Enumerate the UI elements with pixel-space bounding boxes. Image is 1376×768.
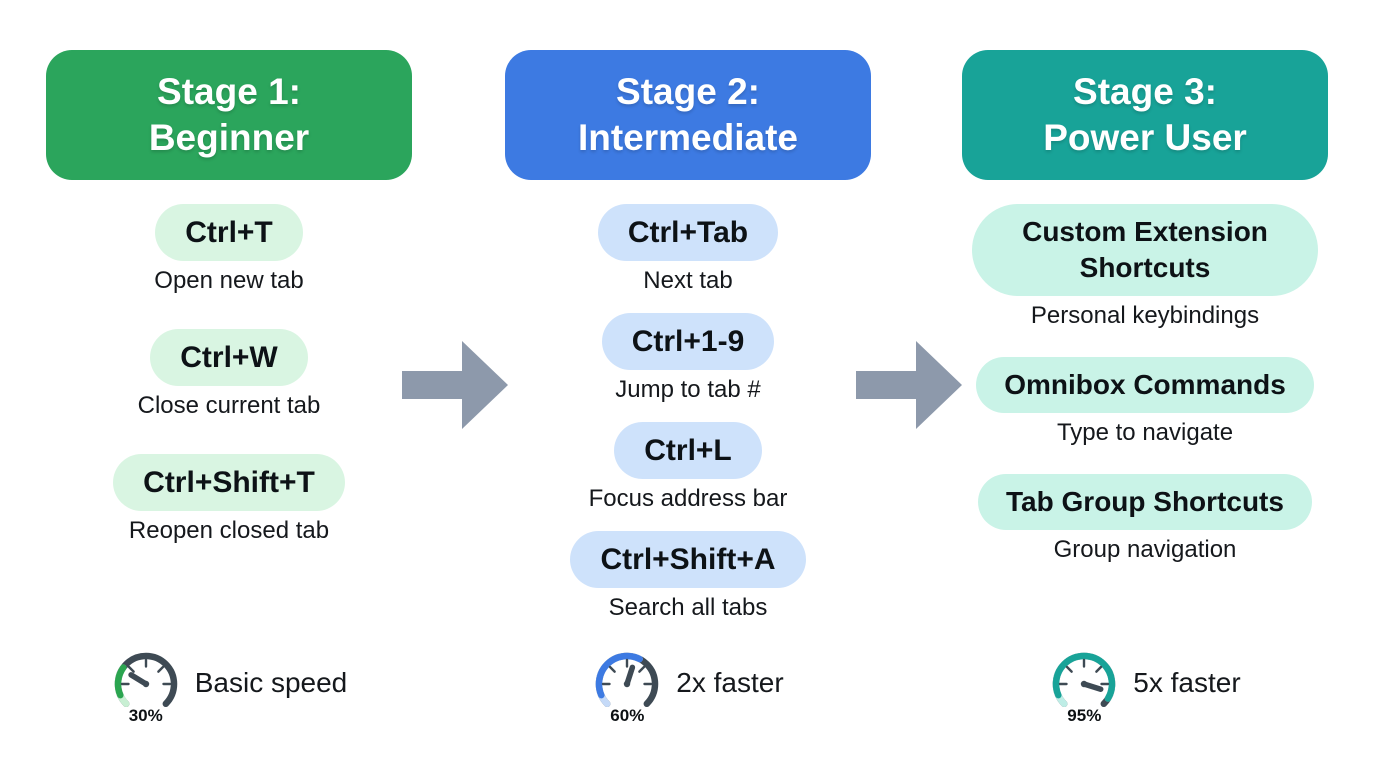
shortcut-pill: Tab Group Shortcuts xyxy=(978,474,1312,530)
shortcut-description: Type to navigate xyxy=(1056,419,1234,446)
stage-2-shortcut-list: Ctrl+Tab Next tab Ctrl+1-9 Jump to tab #… xyxy=(505,204,871,623)
shortcut-label: Ctrl+1-9 xyxy=(631,325,745,358)
stage-title-line1: Stage 1: xyxy=(157,71,301,112)
shortcut-description: Group navigation xyxy=(1053,536,1237,563)
shortcut-item: Ctrl+Tab Next tab xyxy=(505,204,871,296)
shortcut-pill: Omnibox Commands xyxy=(976,357,1314,413)
shortcut-label: Ctrl+Shift+A xyxy=(600,543,776,576)
shortcut-description: Open new tab xyxy=(154,267,304,294)
shortcut-label: Ctrl+L xyxy=(644,434,732,467)
shortcut-pill: Ctrl+L xyxy=(614,422,762,479)
shortcut-item: Ctrl+Shift+A Search all tabs xyxy=(505,531,871,623)
shortcut-item: Ctrl+Shift+T Reopen closed tab xyxy=(46,454,412,546)
stage-title-line2: Beginner xyxy=(148,117,310,158)
shortcut-label: Tab Group Shortcuts xyxy=(1006,486,1284,517)
speed-label: 5x faster xyxy=(1133,666,1241,698)
arrow-right-icon xyxy=(856,335,964,435)
shortcut-item: Custom Extension Shortcuts Personal keyb… xyxy=(962,204,1328,331)
gauge-percent-label: 30% xyxy=(128,706,163,725)
stage-1-column: Stage 1: Beginner Ctrl+T Open new tab Ct… xyxy=(46,0,412,768)
gauge-percent-label: 95% xyxy=(1067,706,1102,725)
shortcut-pill: Ctrl+Tab xyxy=(597,204,779,261)
speed-label: 2x faster xyxy=(676,666,784,698)
stage-title-line2: Intermediate xyxy=(577,117,798,158)
shortcut-label: Ctrl+Tab xyxy=(627,216,749,249)
stage-title-line2: Power User xyxy=(1043,117,1247,158)
speed-label: Basic speed xyxy=(194,666,348,698)
shortcut-pill: Ctrl+Shift+A xyxy=(570,531,806,588)
shortcut-pill: Ctrl+1-9 xyxy=(601,313,775,370)
stage-3-column: Stage 3: Power User Custom Extension Sho… xyxy=(962,0,1328,768)
stage-3-header: Stage 3: Power User xyxy=(962,50,1328,180)
shortcut-description: Next tab xyxy=(643,267,733,294)
stage-3-shortcut-list: Custom Extension Shortcuts Personal keyb… xyxy=(962,204,1328,565)
stage-2-column: Stage 2: Intermediate Ctrl+Tab Next tab … xyxy=(505,0,871,768)
shortcut-description: Personal keybindings xyxy=(1030,302,1260,329)
speedometer-icon: 60% xyxy=(592,649,662,726)
shortcut-description: Reopen closed tab xyxy=(128,517,330,544)
shortcut-label: Ctrl+T xyxy=(185,216,273,249)
shortcut-pill: Custom Extension Shortcuts xyxy=(972,204,1318,296)
shortcut-description: Close current tab xyxy=(137,392,321,419)
stage-2-header: Stage 2: Intermediate xyxy=(505,50,871,180)
shortcut-pill: Ctrl+W xyxy=(150,329,308,386)
stage-title-line1: Stage 3: xyxy=(1073,71,1217,112)
shortcut-pill: Ctrl+T xyxy=(155,204,303,261)
shortcut-label: Omnibox Commands xyxy=(1004,369,1286,400)
shortcut-label: Custom Extension Shortcuts xyxy=(1022,216,1268,283)
speed-indicator: 60% 2x faster xyxy=(505,649,871,726)
shortcut-label: Ctrl+W xyxy=(180,341,278,374)
shortcut-item: Ctrl+W Close current tab xyxy=(46,329,412,421)
shortcut-item: Ctrl+T Open new tab xyxy=(46,204,412,296)
shortcut-description: Focus address bar xyxy=(588,485,788,512)
stage-title-line1: Stage 2: xyxy=(616,71,760,112)
shortcut-pill: Ctrl+Shift+T xyxy=(113,454,345,511)
shortcut-item: Tab Group Shortcuts Group navigation xyxy=(962,474,1328,565)
gauge-percent-label: 60% xyxy=(610,706,645,725)
stage-1-header: Stage 1: Beginner xyxy=(46,50,412,180)
shortcut-description: Search all tabs xyxy=(608,594,768,621)
stage-1-shortcut-list: Ctrl+T Open new tab Ctrl+W Close current… xyxy=(46,204,412,546)
shortcut-item: Ctrl+1-9 Jump to tab # xyxy=(505,313,871,405)
shortcut-description: Jump to tab # xyxy=(615,376,761,403)
shortcut-item: Ctrl+L Focus address bar xyxy=(505,422,871,514)
shortcut-item: Omnibox Commands Type to navigate xyxy=(962,357,1328,448)
shortcut-label: Ctrl+Shift+T xyxy=(143,466,315,499)
arrow-right-icon xyxy=(402,335,510,435)
speedometer-icon: 95% xyxy=(1049,649,1119,726)
speed-indicator: 30% Basic speed xyxy=(46,649,412,726)
speed-indicator: 95% 5x faster xyxy=(962,649,1328,726)
speedometer-icon: 30% xyxy=(111,649,181,726)
